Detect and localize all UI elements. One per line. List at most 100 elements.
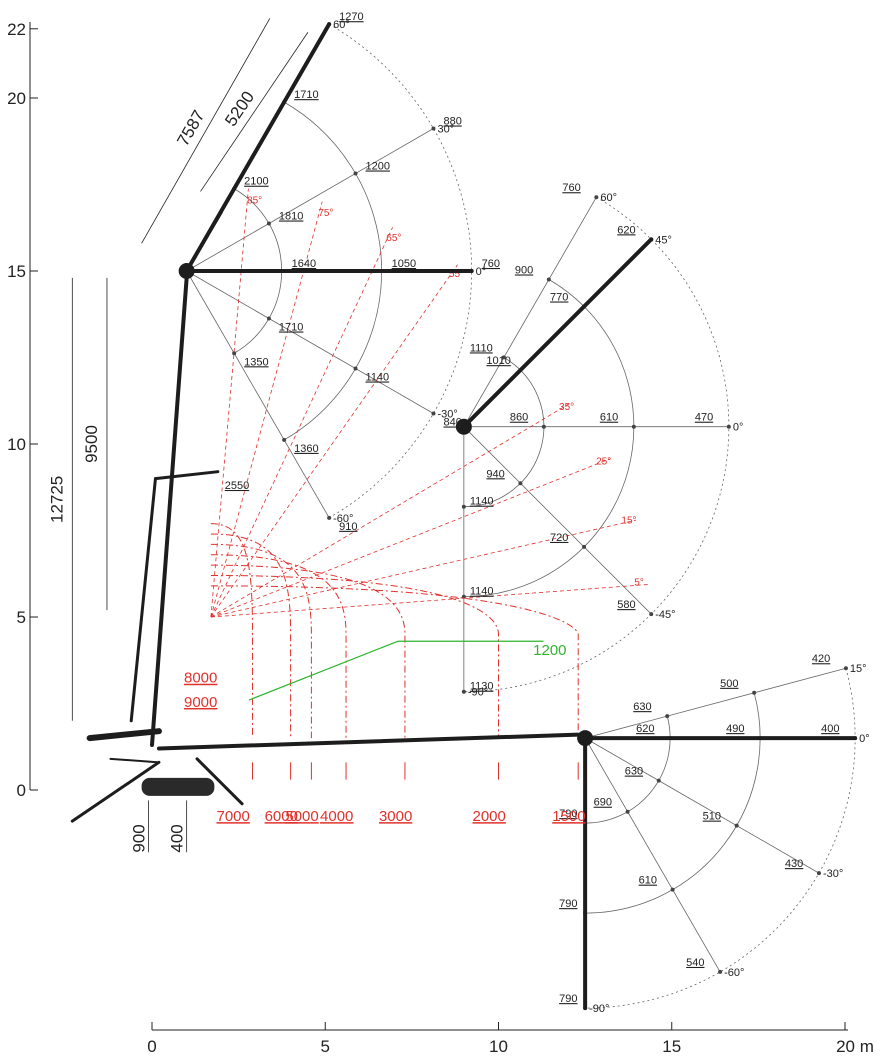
capacity-value: 1050 bbox=[392, 258, 416, 270]
boom-angle-label: 75° bbox=[318, 208, 333, 219]
outrigger-left bbox=[109, 757, 160, 764]
folded-jib bbox=[153, 470, 220, 481]
arc-point bbox=[734, 823, 739, 828]
boom-angle-ray bbox=[210, 458, 610, 618]
capacity-value: 1200 bbox=[366, 161, 390, 173]
capacity-value: 1710 bbox=[294, 89, 318, 101]
angle-label: 60° bbox=[333, 19, 350, 31]
y-tick-label: 15 bbox=[7, 262, 26, 281]
arc-point bbox=[541, 424, 546, 429]
boom-angle-label: 35° bbox=[559, 402, 574, 413]
angle-ray bbox=[186, 270, 434, 414]
load-value-bottom: 5000 bbox=[285, 808, 318, 825]
capacity-value: 1010 bbox=[486, 355, 510, 367]
boom-angle-ray bbox=[210, 402, 572, 618]
capacity-value: 1270 bbox=[339, 11, 363, 23]
angle-label: 15° bbox=[850, 663, 867, 675]
dim-7587 bbox=[141, 18, 271, 244]
angle-label: 60° bbox=[600, 192, 617, 204]
arc-point bbox=[582, 544, 587, 549]
capacity-value: 430 bbox=[785, 858, 803, 870]
load-value-bottom: 6000 bbox=[265, 808, 298, 825]
capacity-value: 1360 bbox=[294, 443, 318, 455]
load-zone-curve bbox=[210, 543, 312, 739]
capacity-value: 620 bbox=[636, 723, 654, 735]
capacity-value: 580 bbox=[617, 599, 635, 611]
capacity-value: 760 bbox=[562, 182, 580, 194]
angle-label: -90° bbox=[468, 687, 488, 699]
dim-7587-label: 7587 bbox=[173, 107, 208, 149]
angle-label: -45° bbox=[655, 609, 675, 621]
boom-angle-ray bbox=[210, 519, 637, 618]
capacity-value: 1140 bbox=[470, 496, 494, 508]
boom-root bbox=[86, 728, 162, 742]
x-tick-label: 15 bbox=[662, 1037, 681, 1056]
angle-ray bbox=[186, 270, 330, 519]
capacity-value: 790 bbox=[559, 898, 577, 910]
capacity-value: 420 bbox=[812, 653, 830, 665]
capacity-value: 900 bbox=[515, 264, 533, 276]
capacity-value: 510 bbox=[703, 811, 721, 823]
capacity-value: 500 bbox=[720, 678, 738, 690]
boom-angle-label: 55° bbox=[449, 269, 464, 280]
main-boom bbox=[150, 275, 189, 748]
capacity-value: 1810 bbox=[279, 211, 303, 223]
capacity-value: 1140 bbox=[366, 372, 390, 384]
jib-pivot bbox=[178, 263, 195, 279]
angle-label: -30° bbox=[823, 868, 843, 880]
reach-arc bbox=[463, 357, 545, 508]
green-load-value: 1200 bbox=[533, 642, 566, 659]
arc-point bbox=[816, 871, 821, 876]
reach-arcs bbox=[186, 22, 858, 1011]
capacity-value: 470 bbox=[695, 412, 713, 424]
arc-point bbox=[670, 887, 675, 892]
arc-point bbox=[431, 126, 436, 131]
arc-point bbox=[353, 171, 358, 176]
capacity-value: 540 bbox=[686, 957, 704, 969]
angle-label: 0° bbox=[859, 733, 870, 745]
arc-point bbox=[649, 612, 654, 617]
capacity-value: 690 bbox=[594, 797, 612, 809]
outrigger-right bbox=[195, 757, 244, 806]
capacity-value: 860 bbox=[510, 412, 528, 424]
x-tick-label: 5 bbox=[321, 1037, 330, 1056]
load-zone-curve bbox=[210, 533, 292, 739]
boom-angle-label: 15° bbox=[621, 516, 636, 527]
boom-angle-ray bbox=[210, 264, 458, 618]
arc-point bbox=[656, 778, 661, 783]
arc-point bbox=[594, 195, 599, 200]
horizontal-boom bbox=[156, 732, 581, 751]
track-base bbox=[141, 777, 215, 796]
angle-label: -60° bbox=[724, 967, 744, 979]
jib-pivot bbox=[455, 418, 472, 435]
load-value-bottom: 4000 bbox=[320, 808, 353, 825]
arc-point bbox=[726, 424, 731, 429]
angle-label: 45° bbox=[655, 234, 672, 246]
capacity-value: 1640 bbox=[292, 258, 316, 270]
capacity-value: 1110 bbox=[470, 342, 493, 354]
load-value-bottom: 7000 bbox=[216, 808, 249, 825]
dim-9500-label: 9500 bbox=[82, 425, 101, 463]
capacity-value: 2550 bbox=[225, 480, 249, 492]
reach-arc bbox=[463, 279, 635, 598]
crane-drawing bbox=[70, 22, 858, 1011]
arc-point bbox=[843, 666, 848, 671]
capacity-value: 910 bbox=[339, 521, 357, 533]
capacity-labels: 12701710210060°8801200181030°76010501640… bbox=[184, 11, 870, 1015]
angle-ray bbox=[584, 737, 721, 973]
arc-point bbox=[501, 355, 506, 360]
load-value-bottom: 3000 bbox=[379, 808, 412, 825]
capacity-value: 490 bbox=[726, 723, 744, 735]
boom-angle-label: 25° bbox=[596, 456, 611, 467]
load-zone-curve bbox=[210, 574, 499, 739]
arc-point bbox=[232, 351, 237, 356]
arc-point bbox=[282, 437, 287, 442]
capacity-value: 1710 bbox=[279, 322, 303, 334]
reach-arc bbox=[463, 196, 730, 693]
capacity-value: 630 bbox=[633, 701, 651, 713]
angle-label: 0° bbox=[476, 266, 487, 278]
x-tick-label: 10 bbox=[489, 1037, 508, 1056]
outrigger-left bbox=[70, 760, 161, 823]
